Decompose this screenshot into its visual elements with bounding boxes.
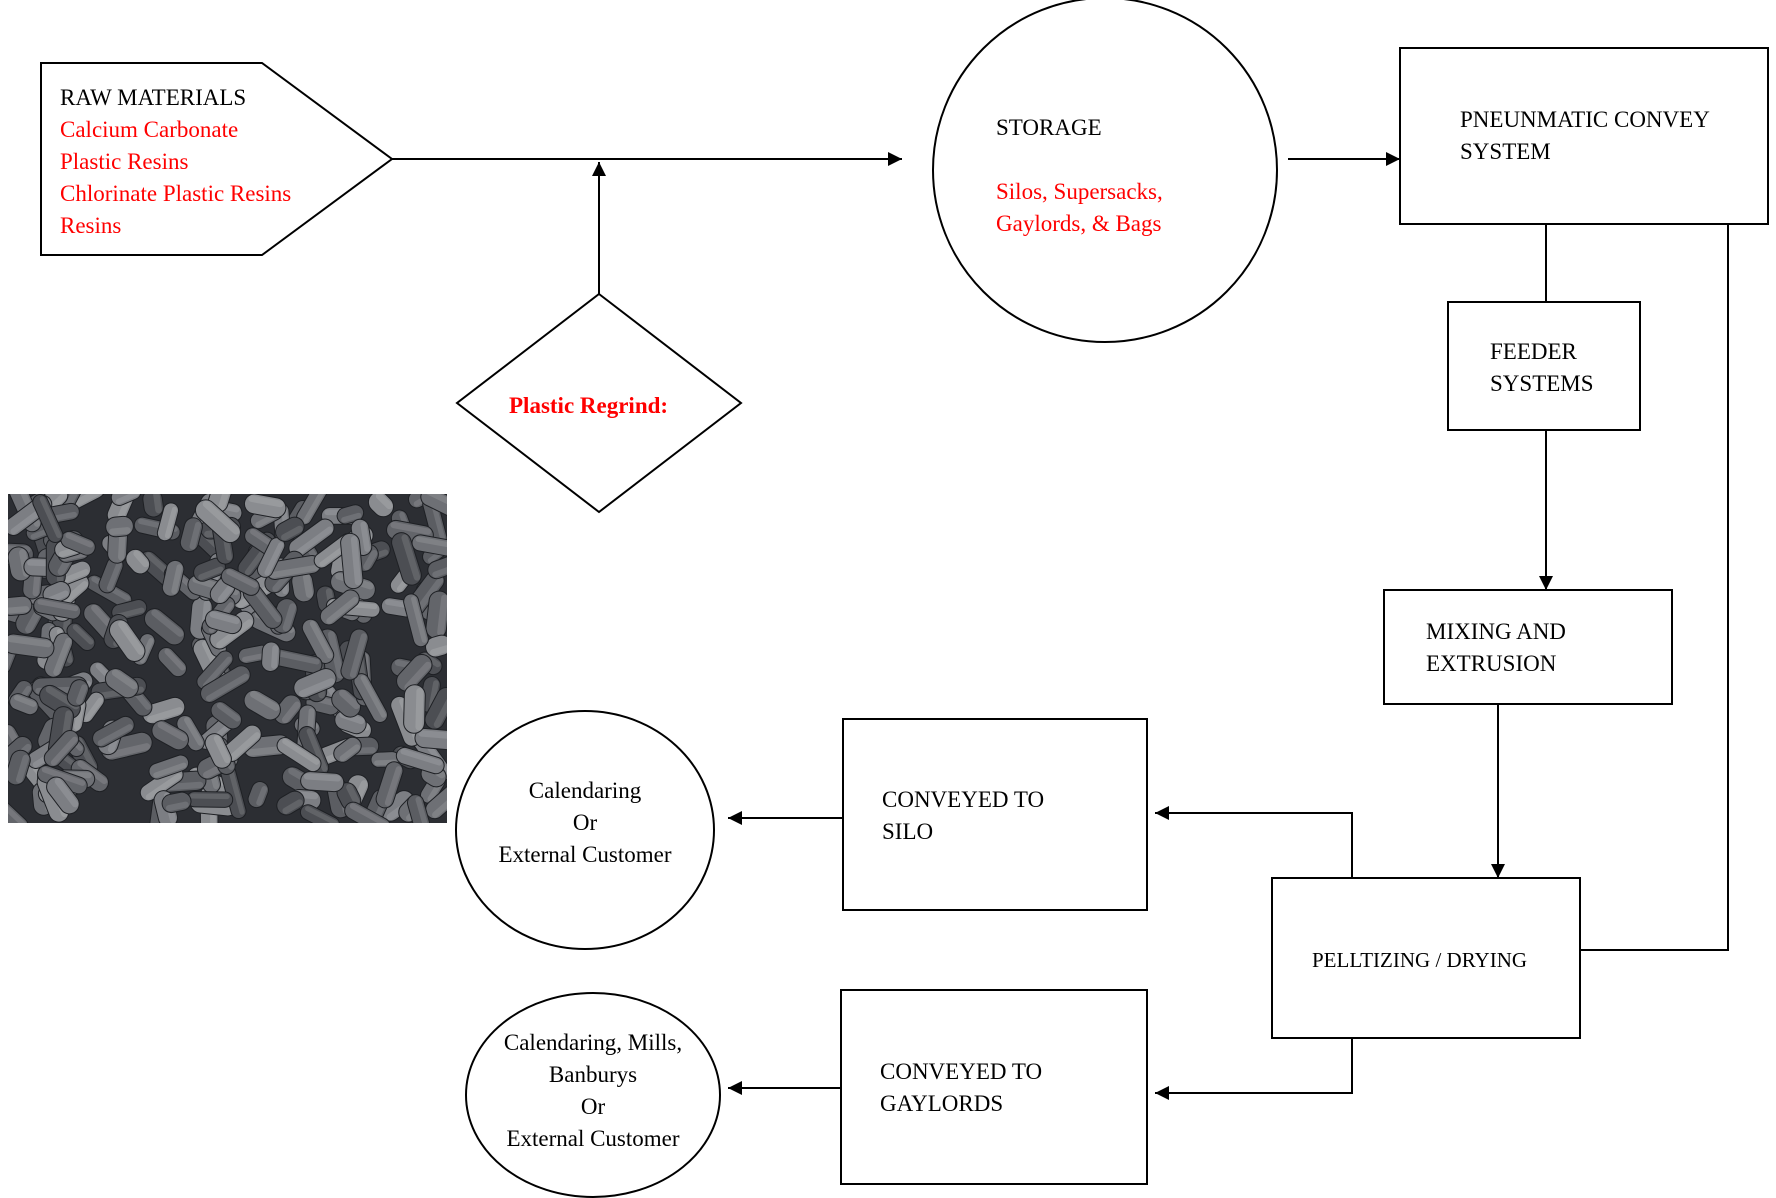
destination-silo-label: External Customer: [498, 842, 672, 867]
storage-title: STORAGE: [996, 115, 1102, 140]
destination-gaylords-label: Or: [580, 1094, 606, 1119]
raw-materials-title: RAW MATERIALS: [60, 85, 247, 110]
silo-box: [842, 718, 1148, 911]
pellets-photo: [8, 494, 447, 823]
destination-silo-label: Or: [572, 810, 598, 835]
raw-material-item: Plastic Resins: [60, 149, 189, 174]
destination-gaylords-label: External Customer: [506, 1126, 680, 1151]
destination-gaylords-circle: [465, 992, 721, 1198]
gaylords-label: CONVEYED TO: [880, 1059, 1043, 1084]
gaylords-label: GAYLORDS: [880, 1091, 1004, 1116]
destination-silo-label: Calendaring: [528, 778, 642, 803]
mixing-box: [1383, 589, 1673, 705]
raw-materials-shape: [40, 62, 394, 256]
regrind-diamond: [455, 292, 743, 514]
arrow-pelletizing-to-silo: [1155, 806, 1353, 878]
destination-gaylords-label: Banburys: [548, 1062, 638, 1087]
pneumatic-box: [1399, 47, 1769, 225]
pelletizing-box: [1271, 877, 1581, 1039]
raw-material-item: Chlorinate Plastic Resins: [60, 181, 292, 206]
raw-material-item: Calcium Carbonate: [60, 117, 239, 142]
mixing-label: MIXING AND: [1426, 619, 1566, 644]
arrow-pelletizing-to-gaylords: [1155, 1038, 1353, 1100]
pneumatic-label: SYSTEM: [1460, 139, 1551, 164]
storage-circle: [932, 0, 1278, 343]
silo-label: SILO: [882, 819, 934, 844]
silo-label: CONVEYED TO: [882, 787, 1045, 812]
feeder-box: [1447, 301, 1641, 431]
pneumatic-label: PNEUNMATIC CONVEY: [1460, 107, 1710, 132]
mixing-label: EXTRUSION: [1426, 651, 1557, 676]
destination-silo-circle: [455, 710, 715, 950]
storage-detail: Gaylords, & Bags: [996, 211, 1162, 236]
raw-material-item: Resins: [60, 213, 122, 238]
feeder-label: SYSTEMS: [1490, 371, 1594, 396]
storage-detail: Silos, Supersacks,: [996, 179, 1163, 204]
feeder-label: FEEDER: [1490, 339, 1577, 364]
connector-pneumatic-return: [1580, 224, 1729, 951]
destination-gaylords-label: Calendaring, Mills,: [503, 1030, 683, 1055]
pelletizing-label: PELLTIZING / DRYING: [1312, 948, 1528, 972]
regrind-label: Plastic Regrind:: [509, 393, 669, 418]
